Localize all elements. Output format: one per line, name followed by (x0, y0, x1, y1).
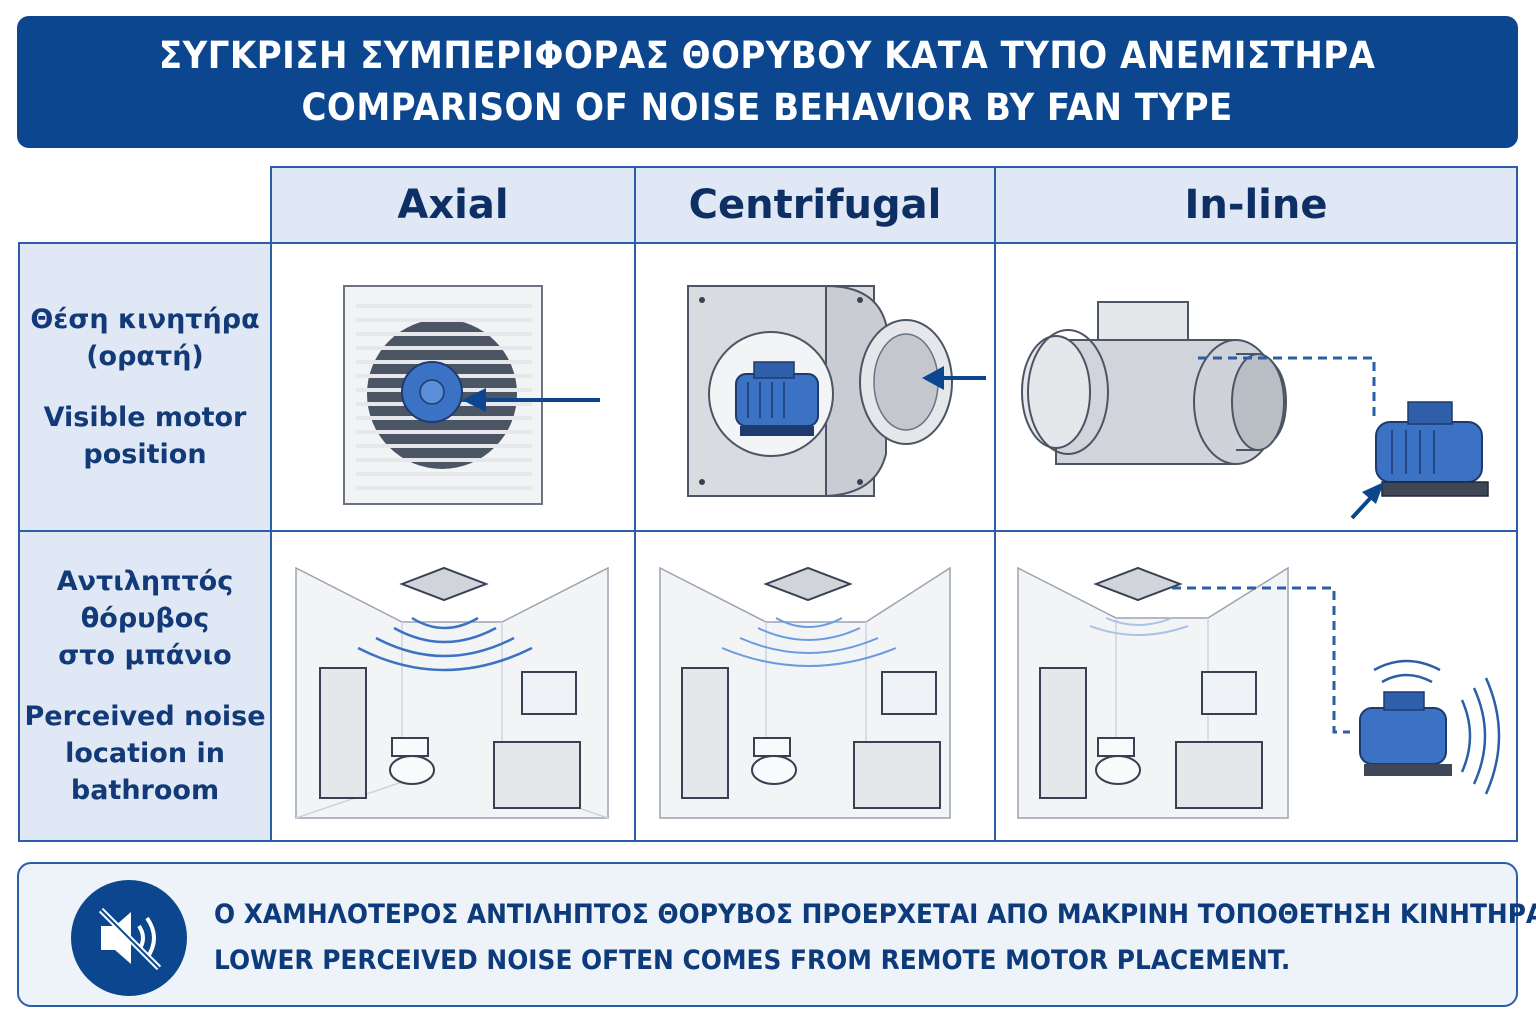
column-header-inline: In-line (994, 166, 1518, 244)
speaker-muted-icon (71, 880, 187, 996)
axial-noise-waves (357, 616, 533, 672)
row-label-english-2: location in (65, 738, 225, 769)
axial-bathroom-noise-illustration (270, 530, 636, 842)
inline-remote-link (1198, 356, 1376, 418)
centrifugal-ceiling-fan (763, 566, 853, 602)
summary-greek: Ο ΧΑΜΗΛΟΤΕΡΟΣ ΑΝΤΙΛΗΠΤΟΣ ΘΟΡΥΒΟΣ ΠΡΟΕΡΧΕ… (214, 899, 1536, 930)
summary-text: Ο ΧΑΜΗΛΟΤΕΡΟΣ ΑΝΤΙΛΗΠΤΟΣ ΘΟΡΥΒΟΣ ΠΡΟΕΡΧΕ… (214, 892, 1536, 984)
comparison-table: Axial Centrifugal In-line Θέση κινητήρα … (18, 166, 1518, 842)
inline-faint-noise-waves (1089, 617, 1189, 636)
centrifugal-bathroom-noise-illustration (634, 530, 996, 842)
inline-ceiling-vent (1093, 566, 1183, 602)
inline-duct-inlet (1021, 335, 1091, 449)
row-header-perceived-noise: Αντιληπτός θόρυβος στο μπάνιο Perceived … (18, 530, 272, 842)
row-label-greek-2: στο μπάνιο (58, 640, 232, 671)
row-label-greek-2: (ορατή) (86, 341, 204, 372)
column-header-centrifugal: Centrifugal (634, 166, 996, 244)
centrifugal-motor-illustration (634, 242, 996, 532)
axial-ceiling-fan (399, 566, 489, 602)
row-label-english-1: Perceived noise (24, 701, 266, 732)
inline-motor-illustration (994, 242, 1518, 532)
summary-english: LOWER PERCEIVED NOISE OFTEN COMES FROM R… (214, 945, 1291, 976)
row-label-english-1: Visible motor (43, 402, 247, 433)
inline-remote-motor (1359, 707, 1447, 765)
summary-callout: Ο ΧΑΜΗΛΟΤΕΡΟΣ ΑΝΤΙΛΗΠΤΟΣ ΘΟΡΥΒΟΣ ΠΡΟΕΡΧΕ… (17, 862, 1536, 1007)
inline-junction-box (1097, 301, 1189, 343)
axial-vanity (493, 741, 581, 809)
title-greek: ΣΥΓΚΡΙΣΗ ΣΥΜΠΕΡΙΦΟΡΑΣ ΘΟΡΥΒΟΥ ΚΑΤΑ ΤΥΠΟ … (159, 34, 1376, 77)
centrifugal-noise-waves (721, 617, 897, 667)
inline-bathroom-noise-illustration (994, 530, 1518, 842)
axial-motor-illustration (270, 242, 636, 532)
axial-toilet (391, 737, 429, 757)
column-header-axial: Axial (270, 166, 636, 244)
inline-duct-path (1172, 586, 1350, 734)
axial-door (319, 667, 367, 799)
title-english: COMPARISON OF NOISE BEHAVIOR BY FAN TYPE (301, 86, 1234, 129)
title-banner: ΣΥΓΚΡΙΣΗ ΣΥΜΠΕΡΙΦΟΡΑΣ ΘΟΡΥΒΟΥ ΚΑΤΑ ΤΥΠΟ … (17, 16, 1518, 148)
row-header-motor-position: Θέση κινητήρα (ορατή) Visible motor posi… (18, 242, 272, 532)
row-label-english-2: position (83, 439, 207, 470)
inline-duct-outlet (1231, 353, 1285, 451)
row-label-greek-1: Αντιληπτός θόρυβος (56, 566, 234, 634)
inline-motor-noise-waves (1373, 659, 1501, 795)
row-label-greek-1: Θέση κινητήρα (30, 304, 260, 335)
row-label-english-3: bathroom (70, 775, 220, 806)
